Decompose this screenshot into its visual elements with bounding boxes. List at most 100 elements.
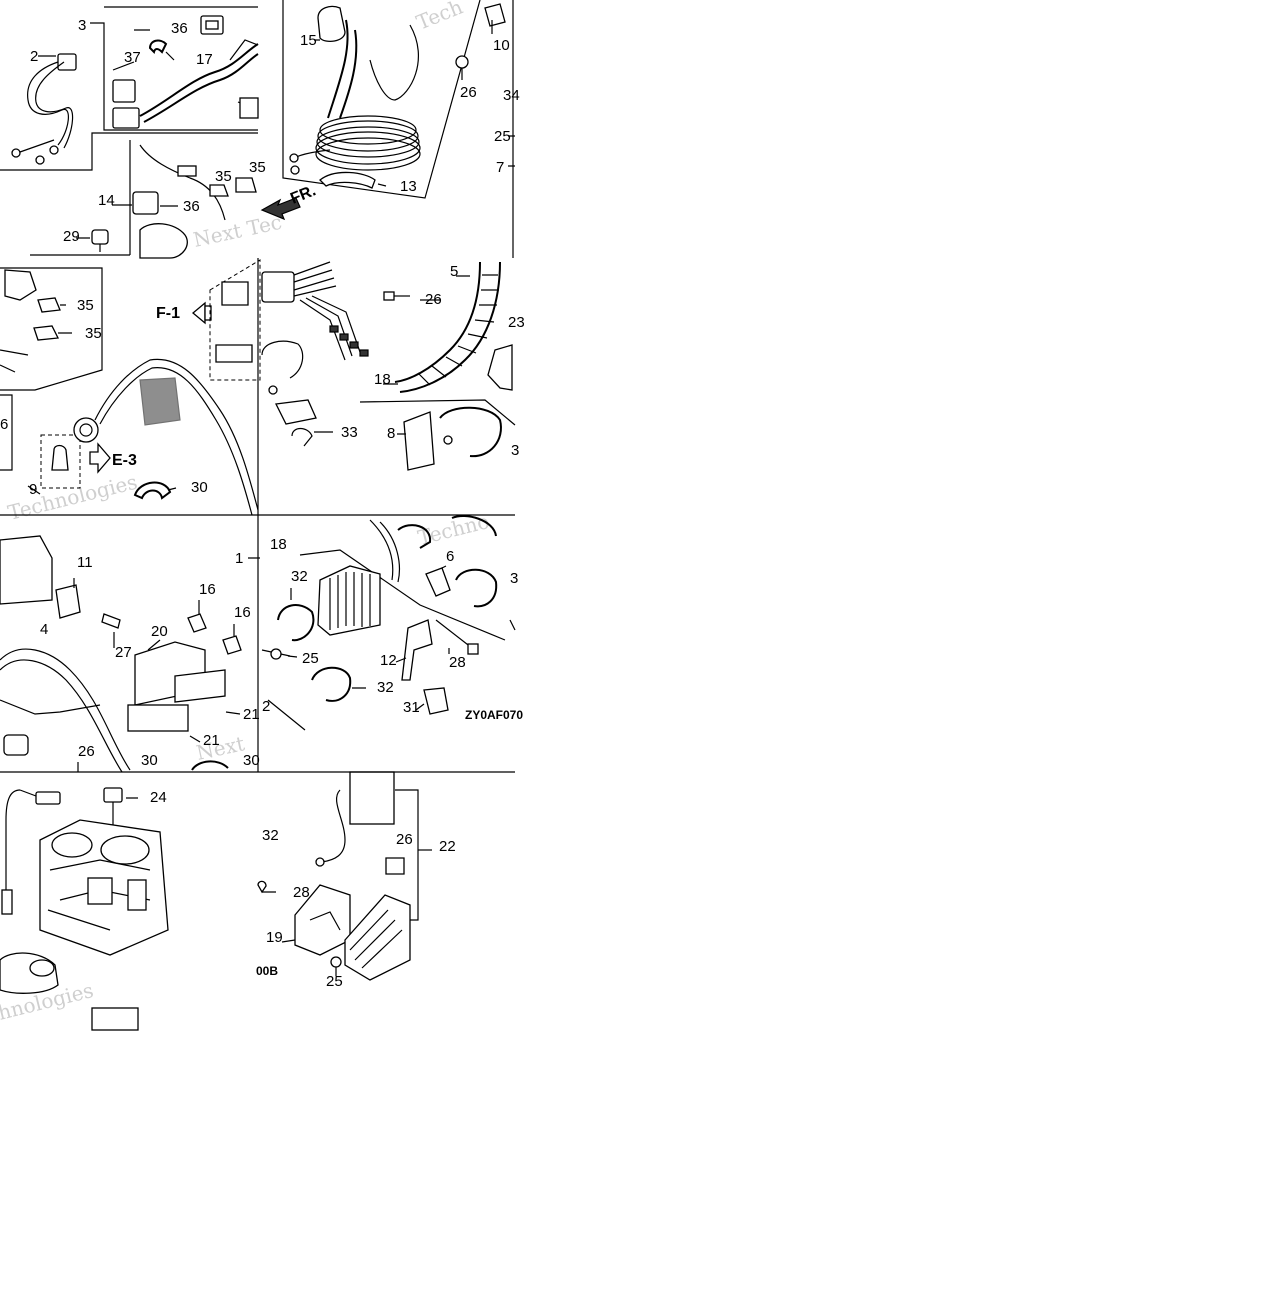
bracket-22 — [395, 789, 419, 921]
band-3 — [439, 406, 502, 458]
tile-mid-right — [209, 259, 516, 471]
band-30a — [133, 481, 172, 500]
diagram-code: 00B — [256, 964, 278, 978]
bolt-26d — [385, 857, 405, 875]
part-number-label: 3 — [511, 442, 519, 459]
regulator-case — [349, 771, 395, 825]
terminal-boot-15 — [317, 5, 346, 43]
part-number-label: 26 — [396, 831, 413, 848]
ref-arrow-f1: F-1 — [156, 301, 212, 325]
bracket-33 — [275, 399, 317, 425]
connector-14 — [132, 191, 159, 215]
band-32b — [311, 666, 352, 702]
diagram-code: ZY0AF070 — [465, 708, 523, 722]
bolt-26b — [383, 291, 395, 301]
part-number-label: 18 — [374, 371, 391, 388]
part-number-label: 28 — [449, 654, 466, 671]
part-number-label: 7 — [496, 159, 504, 176]
part-number-label: 10 — [493, 37, 510, 54]
band-3c — [455, 568, 498, 608]
part-number-label: 30 — [243, 752, 260, 769]
part-number-label: 2 — [262, 698, 270, 715]
clip-16b — [222, 635, 242, 655]
bolt-27 — [101, 613, 121, 629]
tile-top-left — [0, 6, 259, 259]
part-number-label: 32 — [262, 827, 279, 844]
part-number-label: 34 — [503, 87, 520, 104]
tile-lower-left — [0, 535, 242, 773]
bracket-11 — [55, 584, 81, 619]
ref-label-e3: E-3 — [112, 452, 137, 469]
part-number-label: 28 — [293, 884, 310, 901]
part-number-label: 25 — [326, 973, 343, 990]
part-number-label: 5 — [450, 263, 458, 280]
dashed-box-f1 — [209, 259, 261, 381]
part-number-label: 23 — [508, 314, 525, 331]
front-arrow-label: FR. — [288, 182, 318, 207]
part-number-label: 33 — [341, 424, 358, 441]
main-harness-top — [139, 43, 259, 117]
tile-lower-right — [248, 515, 516, 731]
part-10 — [484, 3, 506, 27]
band-13 — [319, 171, 376, 189]
part-number-label: 27 — [115, 644, 132, 661]
bolt-24 — [103, 787, 123, 803]
part-number-label: 14 — [98, 192, 115, 209]
part-number-label: 16 — [199, 581, 216, 598]
part-number-label: 20 — [151, 623, 168, 640]
connector-left — [4, 269, 37, 301]
part-number-label: 31 — [403, 699, 420, 716]
ref-arrow-e3: E-3 — [89, 442, 137, 474]
connector-35b — [235, 177, 257, 193]
nut-29 — [91, 229, 109, 245]
part-number-label: 26 — [460, 84, 477, 101]
part-number-label: 26 — [425, 291, 442, 308]
tile-seams — [0, 258, 515, 773]
part-number-label: 16 — [234, 604, 251, 621]
holder-31 — [423, 687, 449, 715]
bracket-6 — [425, 567, 451, 597]
part-number-label: 25 — [302, 650, 319, 667]
part-number-label: 3 — [510, 570, 518, 587]
part-number-label: 25 — [494, 128, 511, 145]
grommet — [73, 417, 99, 443]
bracket-23 — [487, 344, 513, 391]
part-number-label: 32 — [377, 679, 394, 696]
part-number-label: 4 — [40, 621, 48, 638]
switch-9 — [51, 444, 69, 471]
part-number-label: 35 — [85, 325, 102, 342]
frame-sub — [0, 132, 258, 171]
ref-label-f1: F-1 — [156, 305, 180, 322]
part-number-label: 36 — [171, 20, 188, 37]
harness-4 — [0, 648, 131, 771]
part-number-label: 13 — [400, 178, 417, 195]
part-number-label: 1 — [235, 550, 243, 567]
bracket-3 — [90, 22, 258, 131]
tile-mid-left: F-1 E-3 — [0, 267, 259, 516]
regulator-fins — [317, 565, 381, 636]
tile-bottom-right — [257, 771, 432, 981]
part-number-label: 3 — [78, 17, 86, 34]
pad-21 — [127, 704, 189, 732]
connector-35c — [37, 297, 61, 313]
part-number-label: 35 — [77, 297, 94, 314]
clip-17 — [148, 39, 168, 54]
part-number-label: 26 — [78, 743, 95, 760]
connector-35d — [33, 325, 60, 341]
part-number-label: 12 — [380, 652, 397, 669]
watermark-text: Next Tec — [191, 210, 284, 252]
bracket-8 — [403, 411, 435, 471]
connector-37 — [112, 79, 136, 103]
bolt-26 — [455, 55, 469, 69]
solenoid — [139, 223, 188, 259]
part-number-label: 30 — [191, 479, 208, 496]
clamp-ring — [261, 340, 304, 379]
frame-cable — [282, 0, 481, 199]
part-number-label: 21 — [203, 732, 220, 749]
frame-35 — [0, 267, 103, 391]
part-number-label: 36 — [183, 198, 200, 215]
part-number-label: 15 — [300, 32, 317, 49]
watermark-text: Tech — [413, 0, 466, 35]
watermark-text: Next — [194, 731, 247, 765]
